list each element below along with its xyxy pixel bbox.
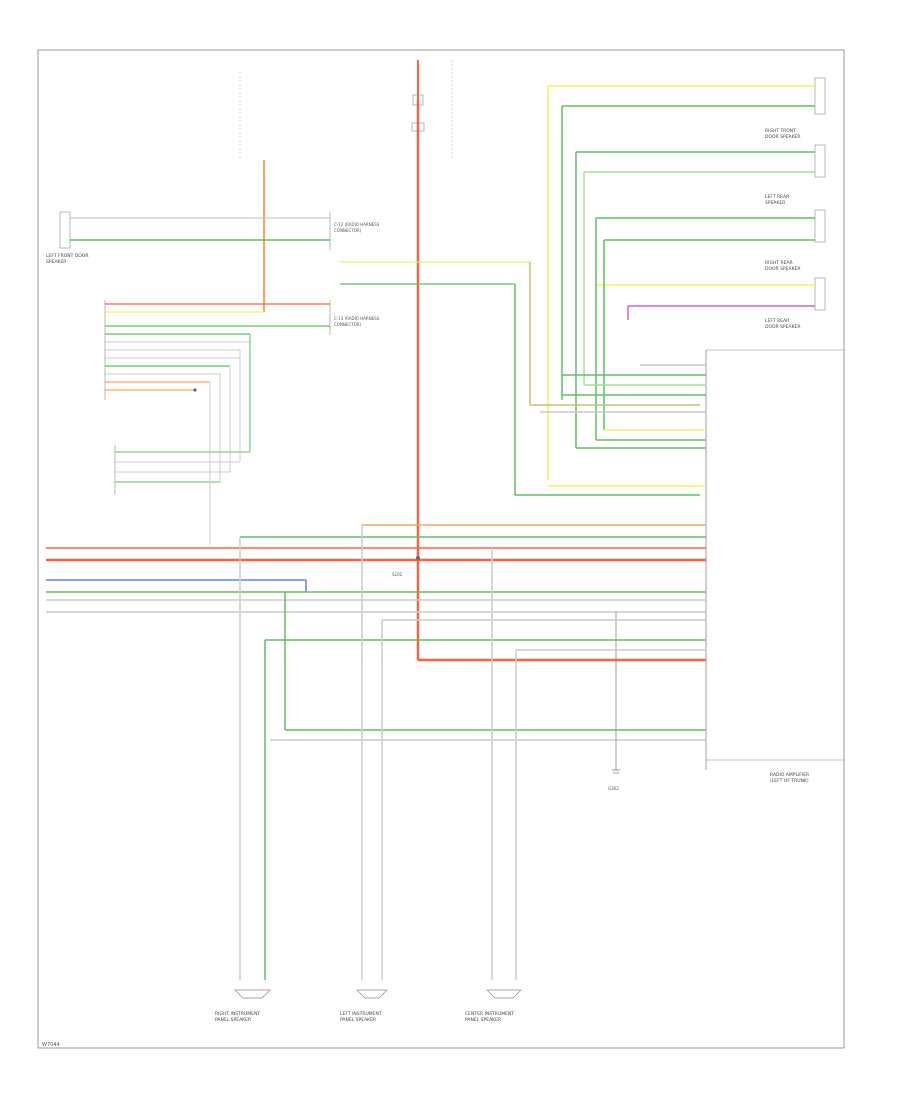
svg-text:RIGHT FRONT: RIGHT FRONT bbox=[765, 128, 796, 134]
svg-text:C-12 (RADIO HARNESS: C-12 (RADIO HARNESS bbox=[334, 222, 380, 227]
connector-risers bbox=[209, 334, 251, 545]
svg-text:CONNECTOR): CONNECTOR) bbox=[334, 228, 362, 233]
svg-text:(LEFT OF TRUNK): (LEFT OF TRUNK) bbox=[770, 778, 809, 784]
svg-text:DOOR SPEAKER: DOOR SPEAKER bbox=[765, 134, 801, 140]
svg-text:RIGHT REAR: RIGHT REAR bbox=[765, 260, 793, 266]
right-front-door-speaker-symbol: RIGHT FRONT DOOR SPEAKER bbox=[576, 128, 826, 178]
top-power-feed bbox=[239, 60, 453, 660]
left-rear-speaker-symbol: LEFT REAR SPEAKER bbox=[596, 194, 826, 243]
svg-text:CENTER INSTRUMENT: CENTER INSTRUMENT bbox=[465, 1011, 514, 1017]
connector-c201: C-13 (RADIO HARNESS CONNECTOR) bbox=[329, 300, 380, 335]
mid-horizontal-wires bbox=[340, 261, 700, 496]
footer-code: W7044 bbox=[42, 1042, 60, 1048]
svg-text:LEFT FRONT DOOR: LEFT FRONT DOOR bbox=[46, 253, 89, 259]
radio-amplifier: RADIO AMPLIFIER (LEFT OF TRUNK) bbox=[540, 349, 844, 784]
splice-s202-label: S202 bbox=[392, 572, 403, 577]
svg-text:SPEAKER: SPEAKER bbox=[765, 200, 785, 206]
svg-text:RIGHT INSTRUMENT: RIGHT INSTRUMENT bbox=[215, 1011, 260, 1017]
svg-text:PANEL SPEAKER: PANEL SPEAKER bbox=[465, 1017, 501, 1023]
svg-text:PANEL SPEAKER: PANEL SPEAKER bbox=[215, 1017, 251, 1023]
svg-text:DOOR SPEAKER: DOOR SPEAKER bbox=[765, 324, 801, 330]
connector-c200: C-12 (RADIO HARNESS CONNECTOR) bbox=[329, 212, 380, 250]
svg-text:RADIO AMPLIFIER: RADIO AMPLIFIER bbox=[770, 772, 809, 778]
right-rear-door-speaker-symbol: RIGHT REAR DOOR SPEAKER LEFT REAR DOOR S… bbox=[596, 260, 826, 330]
right-vertical-bundle bbox=[547, 86, 629, 480]
radio-connector-left bbox=[104, 300, 330, 400]
center-instrument-panel-speaker: CENTER INSTRUMENT PANEL SPEAKER bbox=[465, 989, 522, 1023]
speaker-drops bbox=[239, 525, 706, 980]
left-instrument-panel-speaker: LEFT INSTRUMENT PANEL SPEAKER bbox=[340, 989, 388, 1023]
splice-s202 bbox=[416, 556, 420, 560]
radio-connector-lower bbox=[114, 445, 250, 495]
svg-text:PANEL SPEAKER: PANEL SPEAKER bbox=[340, 1017, 376, 1023]
left-front-door-speaker-symbol: LEFT FRONT DOOR SPEAKER bbox=[46, 211, 330, 265]
svg-text:LEFT REAR: LEFT REAR bbox=[765, 318, 789, 324]
svg-text:DOOR SPEAKER: DOOR SPEAKER bbox=[765, 266, 801, 272]
svg-text:C-13 (RADIO HARNESS: C-13 (RADIO HARNESS bbox=[334, 316, 380, 321]
svg-text:LEFT REAR: LEFT REAR bbox=[765, 194, 789, 200]
svg-text:LEFT INSTRUMENT: LEFT INSTRUMENT bbox=[340, 1011, 382, 1017]
diagram-frame bbox=[37, 49, 845, 1049]
svg-text:G302: G302 bbox=[608, 786, 619, 791]
right-instrument-panel-speaker: RIGHT INSTRUMENT PANEL SPEAKER bbox=[215, 989, 271, 1023]
svg-text:CONNECTOR): CONNECTOR) bbox=[334, 322, 362, 327]
ground-g302: G302 bbox=[608, 612, 620, 791]
lower-amp-wires bbox=[46, 524, 706, 741]
svg-text:SPEAKER: SPEAKER bbox=[46, 259, 66, 265]
right-rear-speaker-symbol bbox=[548, 77, 826, 115]
